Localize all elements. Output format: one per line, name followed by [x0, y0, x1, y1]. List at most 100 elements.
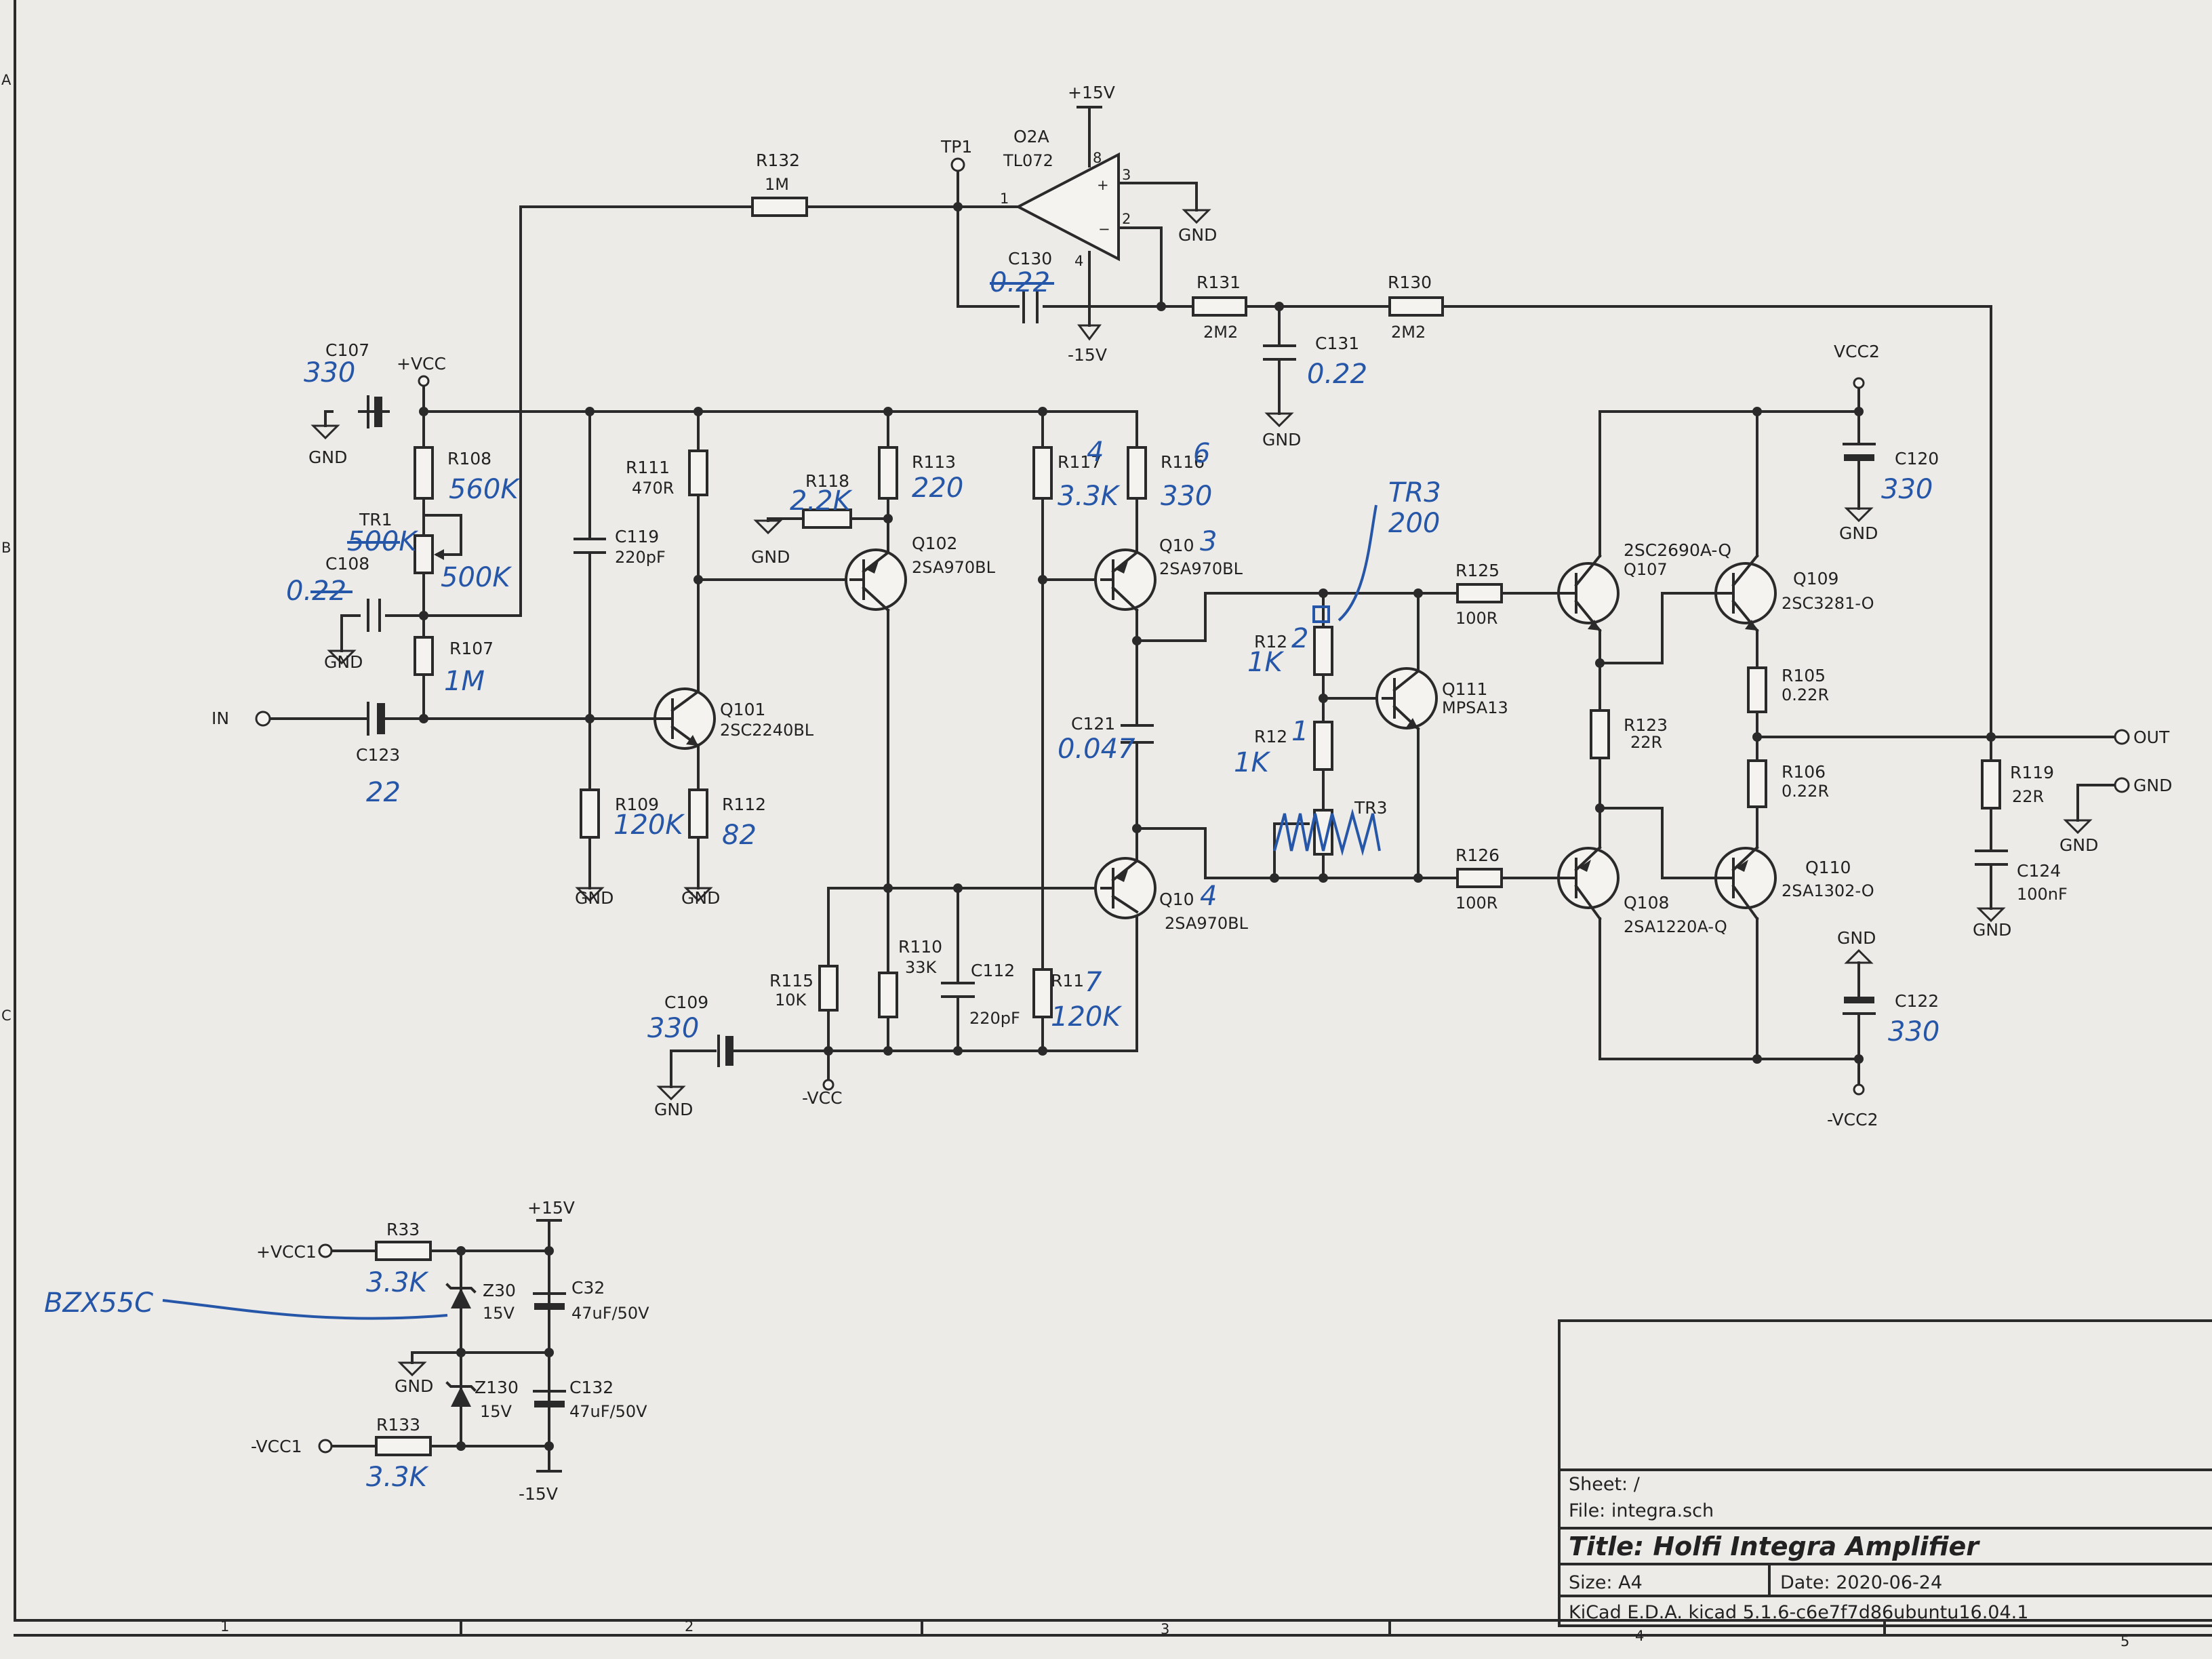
tr3-trimmer[interactable]: TR3: [1313, 798, 1388, 856]
r118-resistor[interactable]: R118: [802, 471, 852, 529]
q111-transistor[interactable]: Q111 MPSA13: [1375, 667, 1508, 731]
gnd-c109: GND: [654, 1085, 693, 1119]
c32-capacitor[interactable]: C32 47uF/50V: [533, 1278, 649, 1323]
net-plus-vcc: +VCC: [397, 354, 446, 387]
r111-resistor[interactable]: R111 470R: [626, 449, 708, 498]
q103-transistor[interactable]: Q10 2SA970BL: [1094, 536, 1243, 612]
title-block-sheet: Sheet: /: [1569, 1474, 1641, 1495]
q107-value: 2SC2690A-Q: [1624, 540, 1731, 560]
r116-resistor[interactable]: R116: [1127, 446, 1205, 500]
input-label: IN: [212, 708, 229, 728]
svg-text:-VCC2: -VCC2: [1827, 1110, 1878, 1130]
r110-resistor[interactable]: R110 33K: [878, 937, 942, 1018]
c124-capacitor[interactable]: C124 100nF: [1975, 850, 2068, 904]
net-vcc2: VCC2: [1834, 342, 1880, 389]
r131-ref: R131: [1197, 273, 1241, 292]
r107-resistor[interactable]: R107: [414, 636, 494, 676]
hand-c120: 330: [1881, 474, 1933, 505]
r114-resistor[interactable]: R11: [1032, 968, 1084, 1018]
q108-transistor[interactable]: Q108 2SA1220A-Q: [1557, 845, 1727, 936]
r106-value: 0.22R: [1782, 782, 1829, 801]
r117-resistor[interactable]: R117: [1032, 446, 1102, 500]
svg-text:VCC2: VCC2: [1834, 342, 1880, 361]
c123-capacitor[interactable]: C123: [356, 702, 400, 765]
net-plus15v-psu: +15V: [527, 1198, 575, 1222]
tr1-trimmer[interactable]: TR1: [359, 510, 462, 574]
r125-resistor[interactable]: R125 100R: [1455, 561, 1503, 628]
r105-resistor[interactable]: R105 0.22R: [1747, 666, 1829, 713]
c119-capacitor[interactable]: C119 220pF: [574, 527, 666, 567]
gnd-c107: GND: [308, 424, 347, 467]
input-connector[interactable]: IN: [212, 708, 271, 728]
c130-capacitor[interactable]: C130: [1008, 249, 1052, 323]
r105-ref: R105: [1782, 666, 1826, 685]
c120-capacitor[interactable]: C120: [1843, 443, 1939, 468]
hand-r33: 3.3K: [366, 1267, 429, 1298]
q104-transistor[interactable]: Q10 2SA970BL: [1094, 857, 1249, 933]
r132-value: 1M: [765, 175, 789, 194]
tl072-opamp[interactable]: O2A TL072 1 2 3 4 8 + −: [1000, 127, 1131, 269]
r113-ref: R113: [912, 452, 956, 472]
r126-ref: R126: [1455, 845, 1500, 865]
c112-capacitor[interactable]: C112 220pF: [941, 961, 1020, 1028]
q102-transistor[interactable]: Q102 2SA970BL: [845, 534, 996, 612]
svg-text:-VCC1: -VCC1: [251, 1437, 302, 1456]
q110-transistor[interactable]: Q110 2SA1302-O: [1714, 845, 1874, 921]
r133-resistor[interactable]: R133: [375, 1415, 432, 1456]
c109-capacitor[interactable]: C109: [664, 993, 733, 1067]
hand-c122: 330: [1888, 1016, 1939, 1047]
r108-resistor[interactable]: R108: [414, 446, 491, 500]
z130-value: 15V: [480, 1402, 512, 1421]
r112-resistor[interactable]: R112: [688, 788, 766, 839]
q111-value: MPSA13: [1442, 698, 1508, 717]
c131-capacitor[interactable]: C131: [1263, 334, 1359, 361]
r126-resistor[interactable]: R126 100R: [1455, 845, 1503, 913]
r132-resistor[interactable]: R132 1M: [751, 151, 808, 217]
hand-r117-suffix: 4: [1087, 437, 1104, 468]
svg-text:+15V: +15V: [527, 1198, 575, 1218]
hand-tr3-value: 200: [1388, 508, 1440, 539]
z130-zener[interactable]: Z130 15V: [445, 1378, 519, 1421]
q101-transistor[interactable]: Q101 2SC2240BL: [635, 687, 814, 750]
c132-value: 47uF/50V: [569, 1402, 647, 1421]
svg-text:GND: GND: [681, 888, 720, 908]
tp1-testpoint[interactable]: TP1: [940, 137, 972, 172]
hand-r109: 120K: [614, 809, 685, 841]
q107-transistor[interactable]: 2SC2690A-Q Q107: [1557, 540, 1731, 633]
r106-resistor[interactable]: R106 0.22R: [1747, 759, 1829, 808]
r33-resistor[interactable]: R33: [375, 1220, 432, 1261]
output-gnd-connector[interactable]: GND: [2114, 776, 2172, 795]
c32-ref: C32: [571, 1278, 605, 1298]
svg-text:GND: GND: [324, 652, 363, 672]
output-connector[interactable]: OUT: [2114, 727, 2170, 747]
r113-resistor[interactable]: R113: [878, 446, 956, 500]
c122-capacitor[interactable]: C122: [1843, 991, 1939, 1015]
c108-capacitor[interactable]: C108: [325, 554, 381, 632]
q108-value: 2SA1220A-Q: [1624, 917, 1727, 936]
r123-resistor[interactable]: R123 22R: [1590, 709, 1668, 759]
q109-transistor[interactable]: Q109 2SC3281-O: [1714, 554, 1874, 633]
hand-c109: 330: [647, 1013, 699, 1044]
c107-capacitor[interactable]: C107: [325, 340, 382, 428]
r122-resistor[interactable]: R12: [1254, 626, 1333, 676]
z30-zener[interactable]: Z30 15V: [445, 1281, 516, 1323]
c112-value: 220pF: [969, 1009, 1020, 1028]
r119-resistor[interactable]: R119 22R: [1981, 759, 2054, 809]
net-minus-vcc2: -VCC2: [1827, 1083, 1878, 1130]
c132-capacitor[interactable]: C132 47uF/50V: [533, 1378, 647, 1421]
r121-resistor[interactable]: R12: [1254, 721, 1333, 771]
opamp-plus-sign: +: [1097, 177, 1109, 193]
r109-resistor[interactable]: R109: [580, 788, 659, 839]
q110-ref: Q110: [1805, 858, 1851, 877]
z30-value: 15V: [483, 1304, 515, 1323]
net-minus-vcc1[interactable]: -VCC1: [251, 1437, 333, 1456]
net-plus-vcc1[interactable]: +VCC1: [256, 1242, 333, 1262]
hand-c121: 0.047: [1058, 734, 1135, 765]
hand-q104-suffix: 4: [1200, 881, 1217, 912]
gnd-r109: GND: [575, 887, 614, 908]
r131-resistor[interactable]: R131 2M2: [1192, 273, 1247, 342]
c119-value: 220pF: [615, 548, 666, 567]
r115-resistor[interactable]: R115 10K: [769, 965, 839, 1012]
c121-capacitor[interactable]: C121: [1071, 714, 1154, 744]
r130-resistor[interactable]: R130 2M2: [1388, 273, 1444, 342]
